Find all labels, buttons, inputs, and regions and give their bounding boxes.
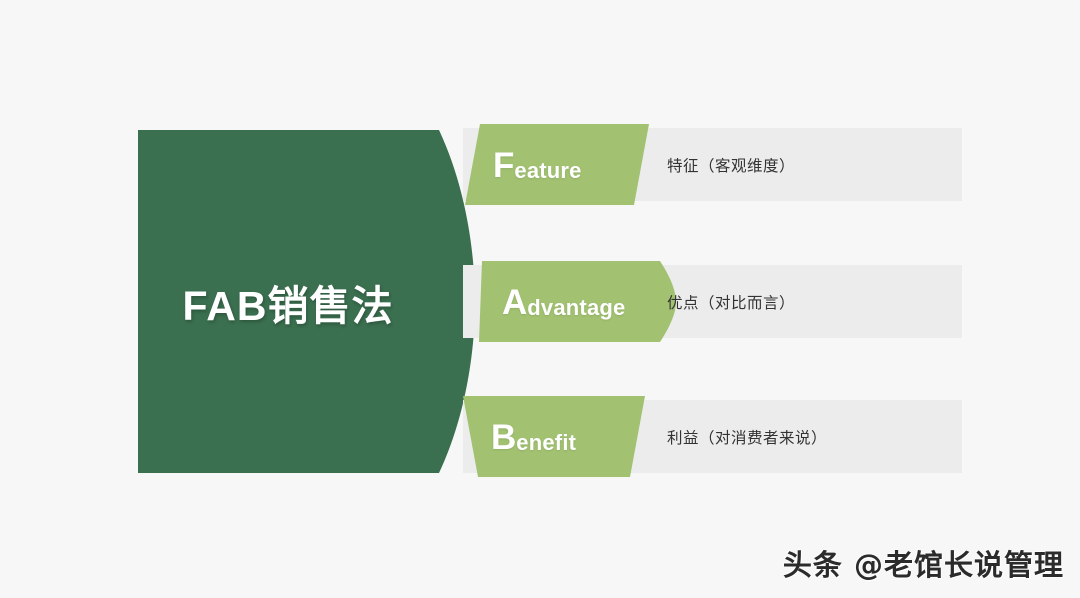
- row-description-advantage: 优点（对比而言）: [667, 294, 796, 312]
- row-description-feature: 特征（客观维度）: [667, 157, 796, 175]
- tag-advantage-shape: [479, 261, 676, 342]
- tag-feature-shape: [465, 124, 649, 205]
- title-panel-shape: [138, 130, 475, 473]
- tag-benefit-shape: [463, 396, 645, 477]
- row-description-benefit: 利益（对消费者来说）: [667, 429, 828, 447]
- watermark-text: 头条 @老馆长说管理: [782, 548, 1064, 582]
- fab-title-panel: FAB销售法: [138, 130, 475, 473]
